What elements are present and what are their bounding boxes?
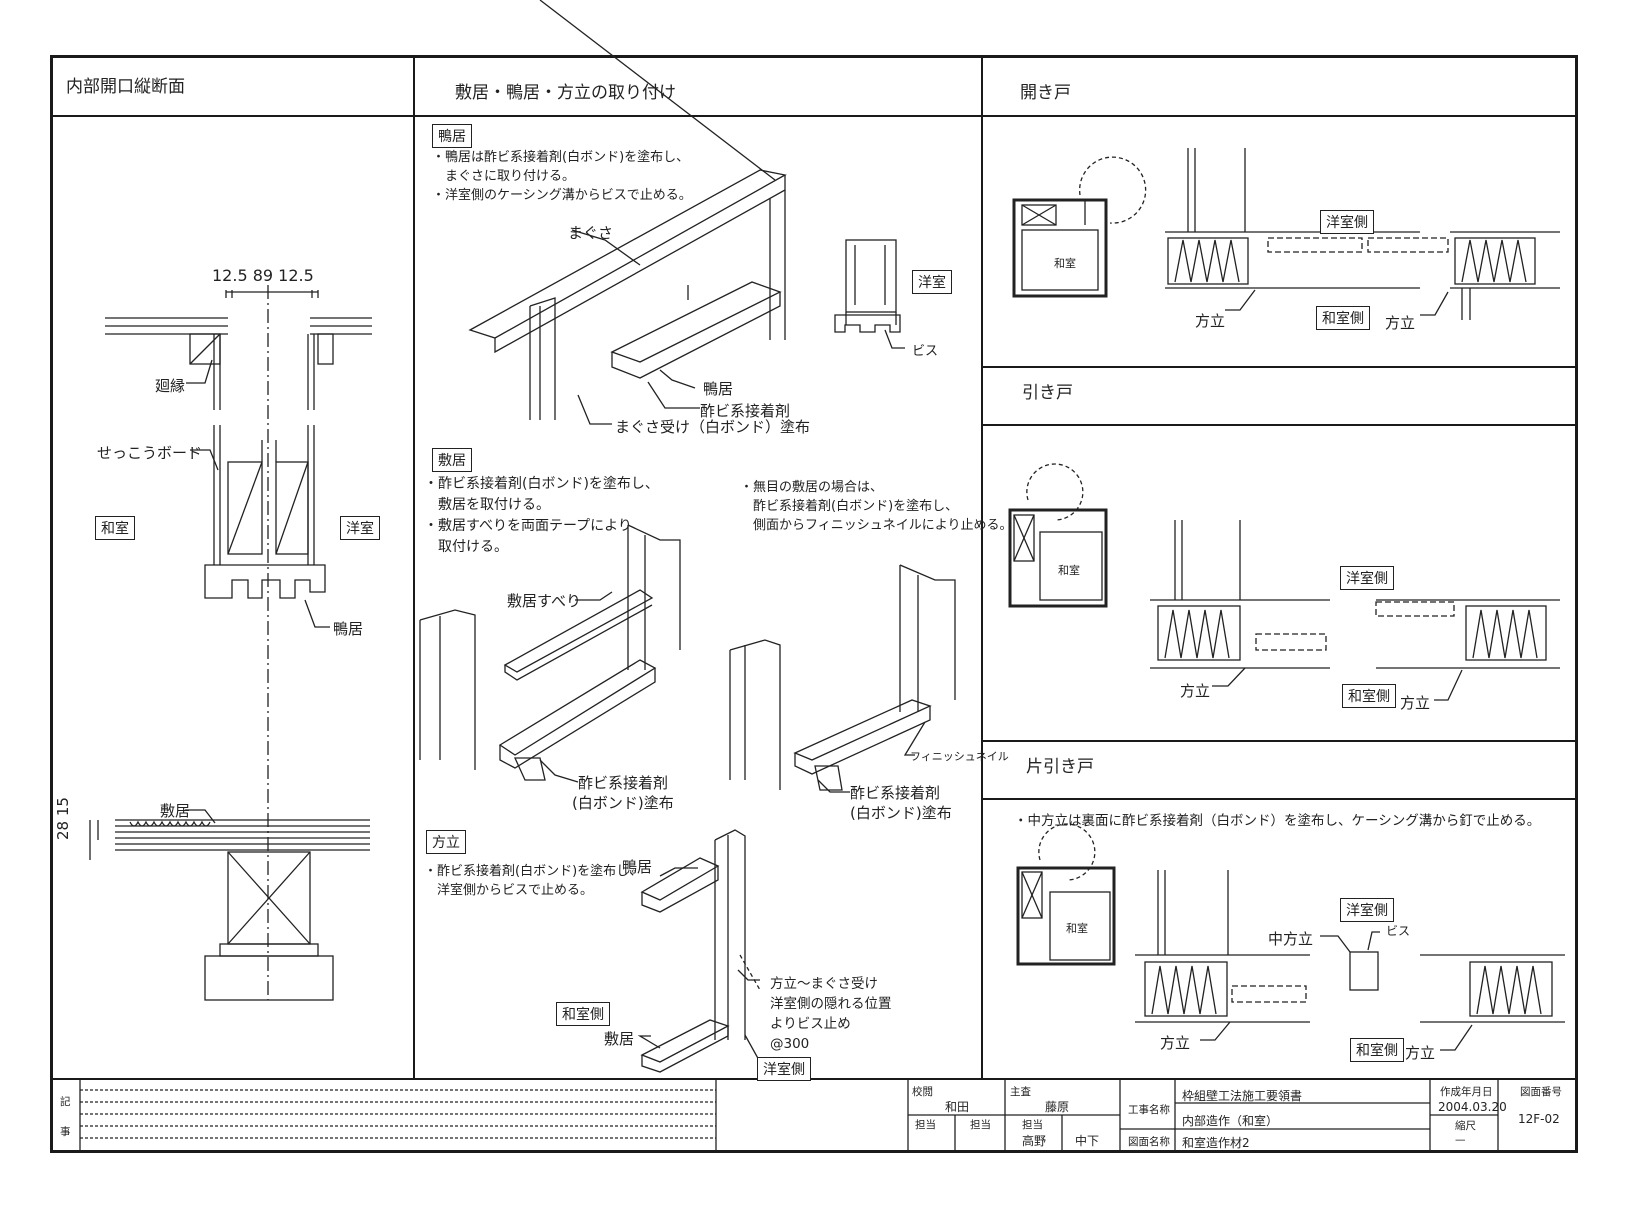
washitsu-side-tag-2: 和室側 xyxy=(1342,684,1396,708)
houdate-tag: 方立 xyxy=(426,830,466,854)
number-label: 図面番号 xyxy=(1520,1086,1562,1098)
houdate-label-2: 方立 xyxy=(1385,314,1416,332)
gypsum-board-label: せっこうボード xyxy=(97,444,203,462)
kamoi-iso-label: 鴨居 xyxy=(703,380,734,398)
divider-2 xyxy=(981,55,983,1080)
kamoi-label-section: 鴨居 xyxy=(333,620,364,638)
single-sliding-note: ・中方立は裏面に酢ビ系接着剤（白ボンド）を塗布し、ケーシング溝から釘で止める。 xyxy=(1014,813,1541,829)
hinged-title: 開き戸 xyxy=(1020,83,1071,103)
divider-1 xyxy=(413,55,415,1080)
bisu-label: ビス xyxy=(912,344,939,359)
charge-label-2: 担当 xyxy=(970,1119,991,1131)
houdate-label-5: 方立 xyxy=(1160,1034,1191,1052)
right-divider-1b xyxy=(981,424,1578,426)
top-dimension: 12.5 89 12.5 xyxy=(212,266,314,285)
date-value: 2004.03.20 xyxy=(1438,1100,1507,1114)
right-divider-2b xyxy=(981,798,1578,800)
adhesive-label-1: 酢ビ系接着剤 xyxy=(700,402,791,420)
drawing-frame xyxy=(50,55,1578,1153)
washitsu-plan-2: 和室 xyxy=(1058,564,1080,577)
adhesive-a-label: 酢ビ系接着剤 xyxy=(578,774,669,792)
kamoi-tag: 鴨居 xyxy=(432,124,472,148)
shikii-notes: ・酢ビ系接着剤(白ボンド)を塗布し、 敷居を取付ける。 ・敷居すべりを両面テープ… xyxy=(424,476,659,555)
check-label: 校閲 xyxy=(912,1086,933,1098)
shikii-label-section: 敷居 xyxy=(160,802,191,820)
sliding-title: 引き戸 xyxy=(1022,383,1073,403)
lead-name: 藤原 xyxy=(1045,1100,1070,1114)
suberi-label: 敷居すべり xyxy=(507,592,581,610)
drawing-name: 和室造作材2 xyxy=(1182,1136,1250,1150)
maguisa-uke-label: まぐさ受け（白ボンド）塗布 xyxy=(615,418,811,436)
houdate-label-6: 方立 xyxy=(1405,1044,1436,1062)
youshitsu-side-tag-houdate: 洋室側 xyxy=(757,1057,811,1081)
youshitsu-side-tag-2: 洋室側 xyxy=(1340,566,1394,590)
number-value: 12F-02 xyxy=(1518,1112,1560,1126)
youshitsu-tag: 洋室 xyxy=(340,516,380,540)
houdate-shikii-label: 敷居 xyxy=(604,1030,635,1048)
charge-label-1: 担当 xyxy=(915,1119,936,1131)
washitsu-tag: 和室 xyxy=(95,516,135,540)
houdate-kamoi-label: 鴨居 xyxy=(622,858,653,876)
remarks-label-bottom: 事 xyxy=(60,1126,71,1138)
washitsu-plan-1: 和室 xyxy=(1054,257,1076,270)
project-label: 工事名称 xyxy=(1128,1104,1170,1116)
youshitsu-side-tag-1: 洋室側 xyxy=(1320,210,1374,234)
maguisa-label: まぐさ xyxy=(568,224,614,242)
project-name: 枠組壁工法施工要領書 xyxy=(1182,1089,1303,1103)
houdate-label-4: 方立 xyxy=(1400,694,1431,712)
adhesive-b2-label: (白ボンド)塗布 xyxy=(850,804,952,822)
right-divider-1 xyxy=(981,366,1578,368)
single-sliding-title: 片引き戸 xyxy=(1026,757,1094,777)
bisu-label-2: ビス xyxy=(1386,924,1411,938)
check-name: 和田 xyxy=(945,1100,970,1114)
charge-name-1: 高野 xyxy=(1022,1134,1047,1148)
finish-nail-label: フィニッシュネイル xyxy=(910,750,1009,763)
washitsu-side-tag-houdate: 和室側 xyxy=(556,1002,610,1026)
charge-label-3: 担当 xyxy=(1022,1119,1043,1131)
side-dimension: 28 15 xyxy=(54,797,72,840)
houdate-callout: 方立～まぐさ受け 洋室側の隠れる位置 よりビス止め @300 xyxy=(770,976,892,1052)
lead-label: 主査 xyxy=(1010,1086,1031,1098)
houdate-label-1: 方立 xyxy=(1195,312,1226,330)
header-divider xyxy=(50,115,1578,117)
drawing-label: 図面名称 xyxy=(1128,1136,1170,1148)
washitsu-side-tag-3: 和室側 xyxy=(1350,1038,1404,1062)
kamoi-notes: ・鴨居は酢ビ系接着剤(白ボンド)を塗布し、 まぐさに取り付ける。 ・洋室側のケー… xyxy=(432,150,692,203)
washitsu-plan-3: 和室 xyxy=(1066,922,1088,935)
mawaribuchi-label: 廻縁 xyxy=(155,377,186,395)
washitsu-side-tag-1: 和室側 xyxy=(1316,306,1370,330)
right-divider-2 xyxy=(981,740,1578,742)
naka-houdate-label: 中方立 xyxy=(1268,930,1314,948)
scale-label: 縮尺 xyxy=(1455,1120,1476,1132)
titleblock-divider xyxy=(50,1078,1578,1080)
scale-value: — xyxy=(1455,1134,1466,1146)
houdate-label-3: 方立 xyxy=(1180,682,1211,700)
install-title: 敷居・鴨居・方立の取り付け xyxy=(455,83,676,103)
youshitsu-side-tag-3: 洋室側 xyxy=(1340,898,1394,922)
section-title: 内部開口縦断面 xyxy=(66,77,185,97)
charge-name-2: 中下 xyxy=(1075,1134,1100,1148)
youshitsu-tag-kamoi: 洋室 xyxy=(912,270,952,294)
shikii-tag: 敷居 xyxy=(432,448,472,472)
remarks-label-top: 記 xyxy=(60,1096,71,1108)
adhesive-b-label: 酢ビ系接着剤 xyxy=(850,784,941,802)
houdate-notes: ・酢ビ系接着剤(白ボンド)を塗布し、 洋室側からビスで止める。 xyxy=(424,864,643,898)
adhesive-a2-label: (白ボンド)塗布 xyxy=(572,794,674,812)
date-label: 作成年月日 xyxy=(1440,1086,1493,1098)
shikii-notes-right: ・無目の敷居の場合は、 酢ビ系接着剤(白ボンド)を塗布し、 側面からフィニッシュ… xyxy=(740,480,1013,533)
subtitle: 内部造作（和室） xyxy=(1182,1114,1279,1128)
